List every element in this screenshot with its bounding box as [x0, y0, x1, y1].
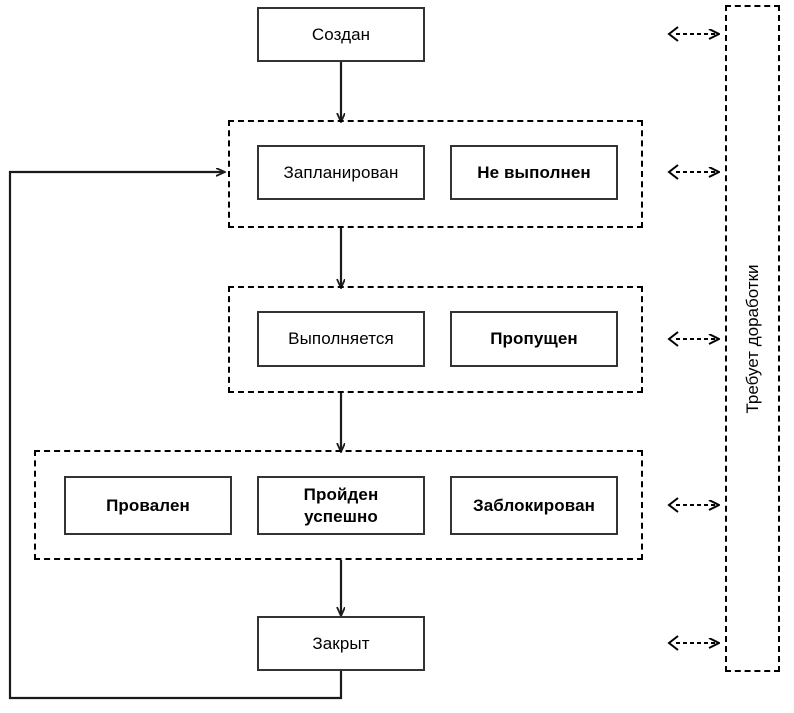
rework-container[interactable]: Требует доработки: [725, 5, 780, 672]
state-node-failed[interactable]: Провален: [64, 476, 232, 535]
rework-link-planned-arrowhead-left: [667, 164, 679, 180]
state-node-passed[interactable]: Пройден успешно: [257, 476, 425, 535]
rework-link-running-arrowhead-left: [667, 331, 679, 347]
state-node-not-done[interactable]: Не выполнен: [450, 145, 618, 200]
group-running-states: [228, 286, 643, 393]
group-planned-states: [228, 120, 643, 228]
rework-link-outcome-arrowhead-left: [667, 497, 679, 513]
state-node-planned[interactable]: Запланирован: [257, 145, 425, 200]
rework-link-closed-arrowhead-left: [667, 635, 679, 651]
state-node-in-progress[interactable]: Выполняется: [257, 311, 425, 367]
state-node-closed[interactable]: Закрыт: [257, 616, 425, 671]
state-node-blocked[interactable]: Заблокирован: [450, 476, 618, 535]
state-node-created[interactable]: Создан: [257, 7, 425, 62]
group-outcome-states: [34, 450, 643, 560]
rework-label: Требует доработки: [742, 263, 762, 414]
state-node-skipped[interactable]: Пропущен: [450, 311, 618, 367]
rework-link-created-arrowhead-left: [667, 26, 679, 42]
